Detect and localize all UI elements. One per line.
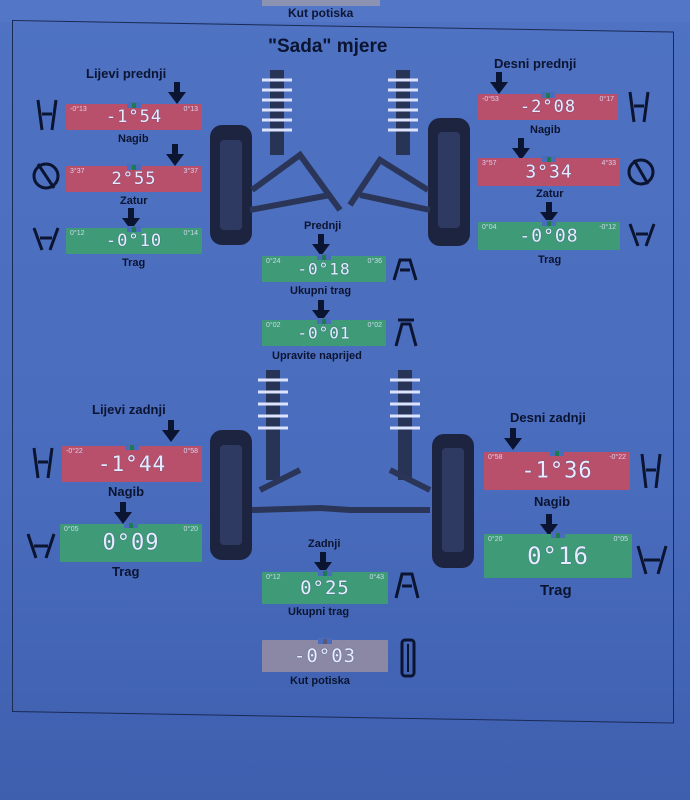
front-left-camber-value: -1°54: [105, 107, 163, 127]
toe-icon-right: [628, 223, 656, 247]
rear-toe-icon: [26, 533, 56, 559]
rear-total-header: Zadnji: [308, 538, 341, 550]
front-total-toe-gauge: 0°24 0°36 -0°18: [262, 254, 386, 282]
camber-icon-right: [628, 91, 650, 123]
rear-left-camber-arrow: [162, 420, 180, 442]
rear-right-camber-arrow: [504, 428, 522, 450]
rear-right-camber-label: Nagib: [534, 494, 571, 509]
front-right-camber-value: -2°08: [519, 97, 577, 117]
front-axle-illustration: [210, 70, 470, 246]
previous-thrust-label: Kut potiska: [288, 6, 354, 20]
front-total-arrow: [312, 234, 330, 256]
front-left-camber-label: Nagib: [118, 133, 149, 145]
caster-icon: [32, 162, 60, 190]
rear-total-toe-gauge: 0°12 0°43 0°25: [262, 570, 388, 604]
rear-right-header: Desni zadnji: [510, 410, 586, 425]
front-right-caster-gauge: 3°57 4°33 3°34: [478, 156, 620, 186]
rear-right-camber-value: -1°36: [521, 458, 593, 484]
caster-icon-right: [627, 158, 655, 186]
rear-right-toe-label: Trag: [540, 582, 572, 599]
front-right-toe-gauge: 0°04 -0°12 -0°08: [478, 220, 620, 250]
rear-camber-icon-right: [640, 453, 662, 489]
thrust-angle-value: -0°03: [293, 645, 357, 667]
front-left-toe-label: Trag: [122, 257, 146, 269]
front-left-header: Lijevi prednji: [86, 66, 167, 81]
previous-section-strip: Kut potiska: [0, 0, 690, 22]
front-right-toe-label: Trag: [538, 254, 562, 266]
front-total-toe-label: Ukupni trag: [290, 285, 352, 297]
rear-total-toe-value: 0°25: [300, 577, 350, 599]
steer-ahead-value: -0°01: [297, 323, 351, 343]
front-right-caster-value: 3°34: [525, 161, 573, 183]
rear-left-camber-gauge: -0°22 0°58 -1°44: [62, 444, 202, 482]
rear-left-toe-gauge: 0°05 0°20 0°09: [60, 522, 202, 562]
camber-icon: [36, 99, 58, 131]
steer-ahead-icon: [394, 318, 418, 347]
front-left-camber-arrow: [168, 82, 186, 104]
front-left-toe-arrow: [122, 208, 140, 230]
rear-right-toe-value: 0°16: [527, 542, 589, 570]
steer-ahead-gauge: 0°02 0°02 -0°01: [262, 318, 386, 346]
rear-left-camber-label: Nagib: [108, 484, 145, 499]
front-left-toe-gauge: 0°12 0°14 -0°10: [66, 226, 202, 254]
thrust-angle-label: Kut potiska: [290, 675, 350, 687]
rear-left-toe-arrow: [114, 502, 132, 524]
front-right-toe-value: -0°08: [519, 225, 579, 247]
rear-total-toe-label: Ukupni trag: [288, 606, 350, 618]
rear-toe-icon-right: [636, 545, 668, 575]
toe-icon: [32, 227, 60, 251]
front-right-caster-arrow: [512, 138, 530, 160]
front-left-caster-gauge: 3°37 3°37 2°55: [66, 164, 202, 192]
rear-camber-icon: [32, 447, 54, 479]
front-total-toe-value: -0°18: [297, 259, 351, 279]
front-left-camber-gauge: -0°13 0°13 -1°54: [66, 102, 202, 130]
front-left-caster-arrow: [166, 144, 184, 166]
front-right-toe-arrow: [540, 202, 558, 224]
front-right-camber-gauge: -0°53 0°17 -2°08: [478, 92, 618, 120]
front-left-caster-label: Zatur: [120, 195, 148, 207]
previous-thrust-gauge: [262, 0, 380, 6]
front-right-camber-label: Nagib: [530, 124, 561, 136]
rear-right-toe-arrow: [540, 514, 558, 536]
steer-ahead-arrow: [312, 300, 330, 322]
front-right-camber-arrow: [490, 72, 508, 94]
rear-left-header: Lijevi zadnji: [92, 402, 166, 417]
rear-axle-illustration: [210, 370, 474, 568]
rear-left-camber-value: -1°44: [97, 452, 167, 476]
thrust-angle-gauge: -0°03: [262, 638, 388, 672]
rear-right-camber-gauge: 0°58 -0°22 -1°36: [484, 450, 630, 490]
front-right-header: Desni prednji: [494, 56, 577, 71]
front-right-caster-label: Zatur: [536, 188, 564, 200]
front-total-header: Prednji: [304, 220, 342, 232]
thrust-angle-icon: [400, 638, 416, 678]
front-left-toe-value: -0°10: [105, 231, 163, 251]
steer-ahead-label: Upravite naprijed: [272, 350, 362, 362]
rear-left-toe-label: Trag: [112, 564, 140, 579]
rear-total-arrow: [314, 552, 332, 574]
total-toe-icon: [392, 258, 418, 281]
rear-right-toe-gauge: 0°20 0°05 0°16: [484, 532, 632, 578]
front-left-caster-value: 2°55: [111, 169, 157, 189]
page-title: "Sada" mjere: [268, 36, 388, 57]
rear-left-toe-value: 0°09: [102, 530, 160, 556]
rear-total-toe-icon: [394, 572, 420, 599]
